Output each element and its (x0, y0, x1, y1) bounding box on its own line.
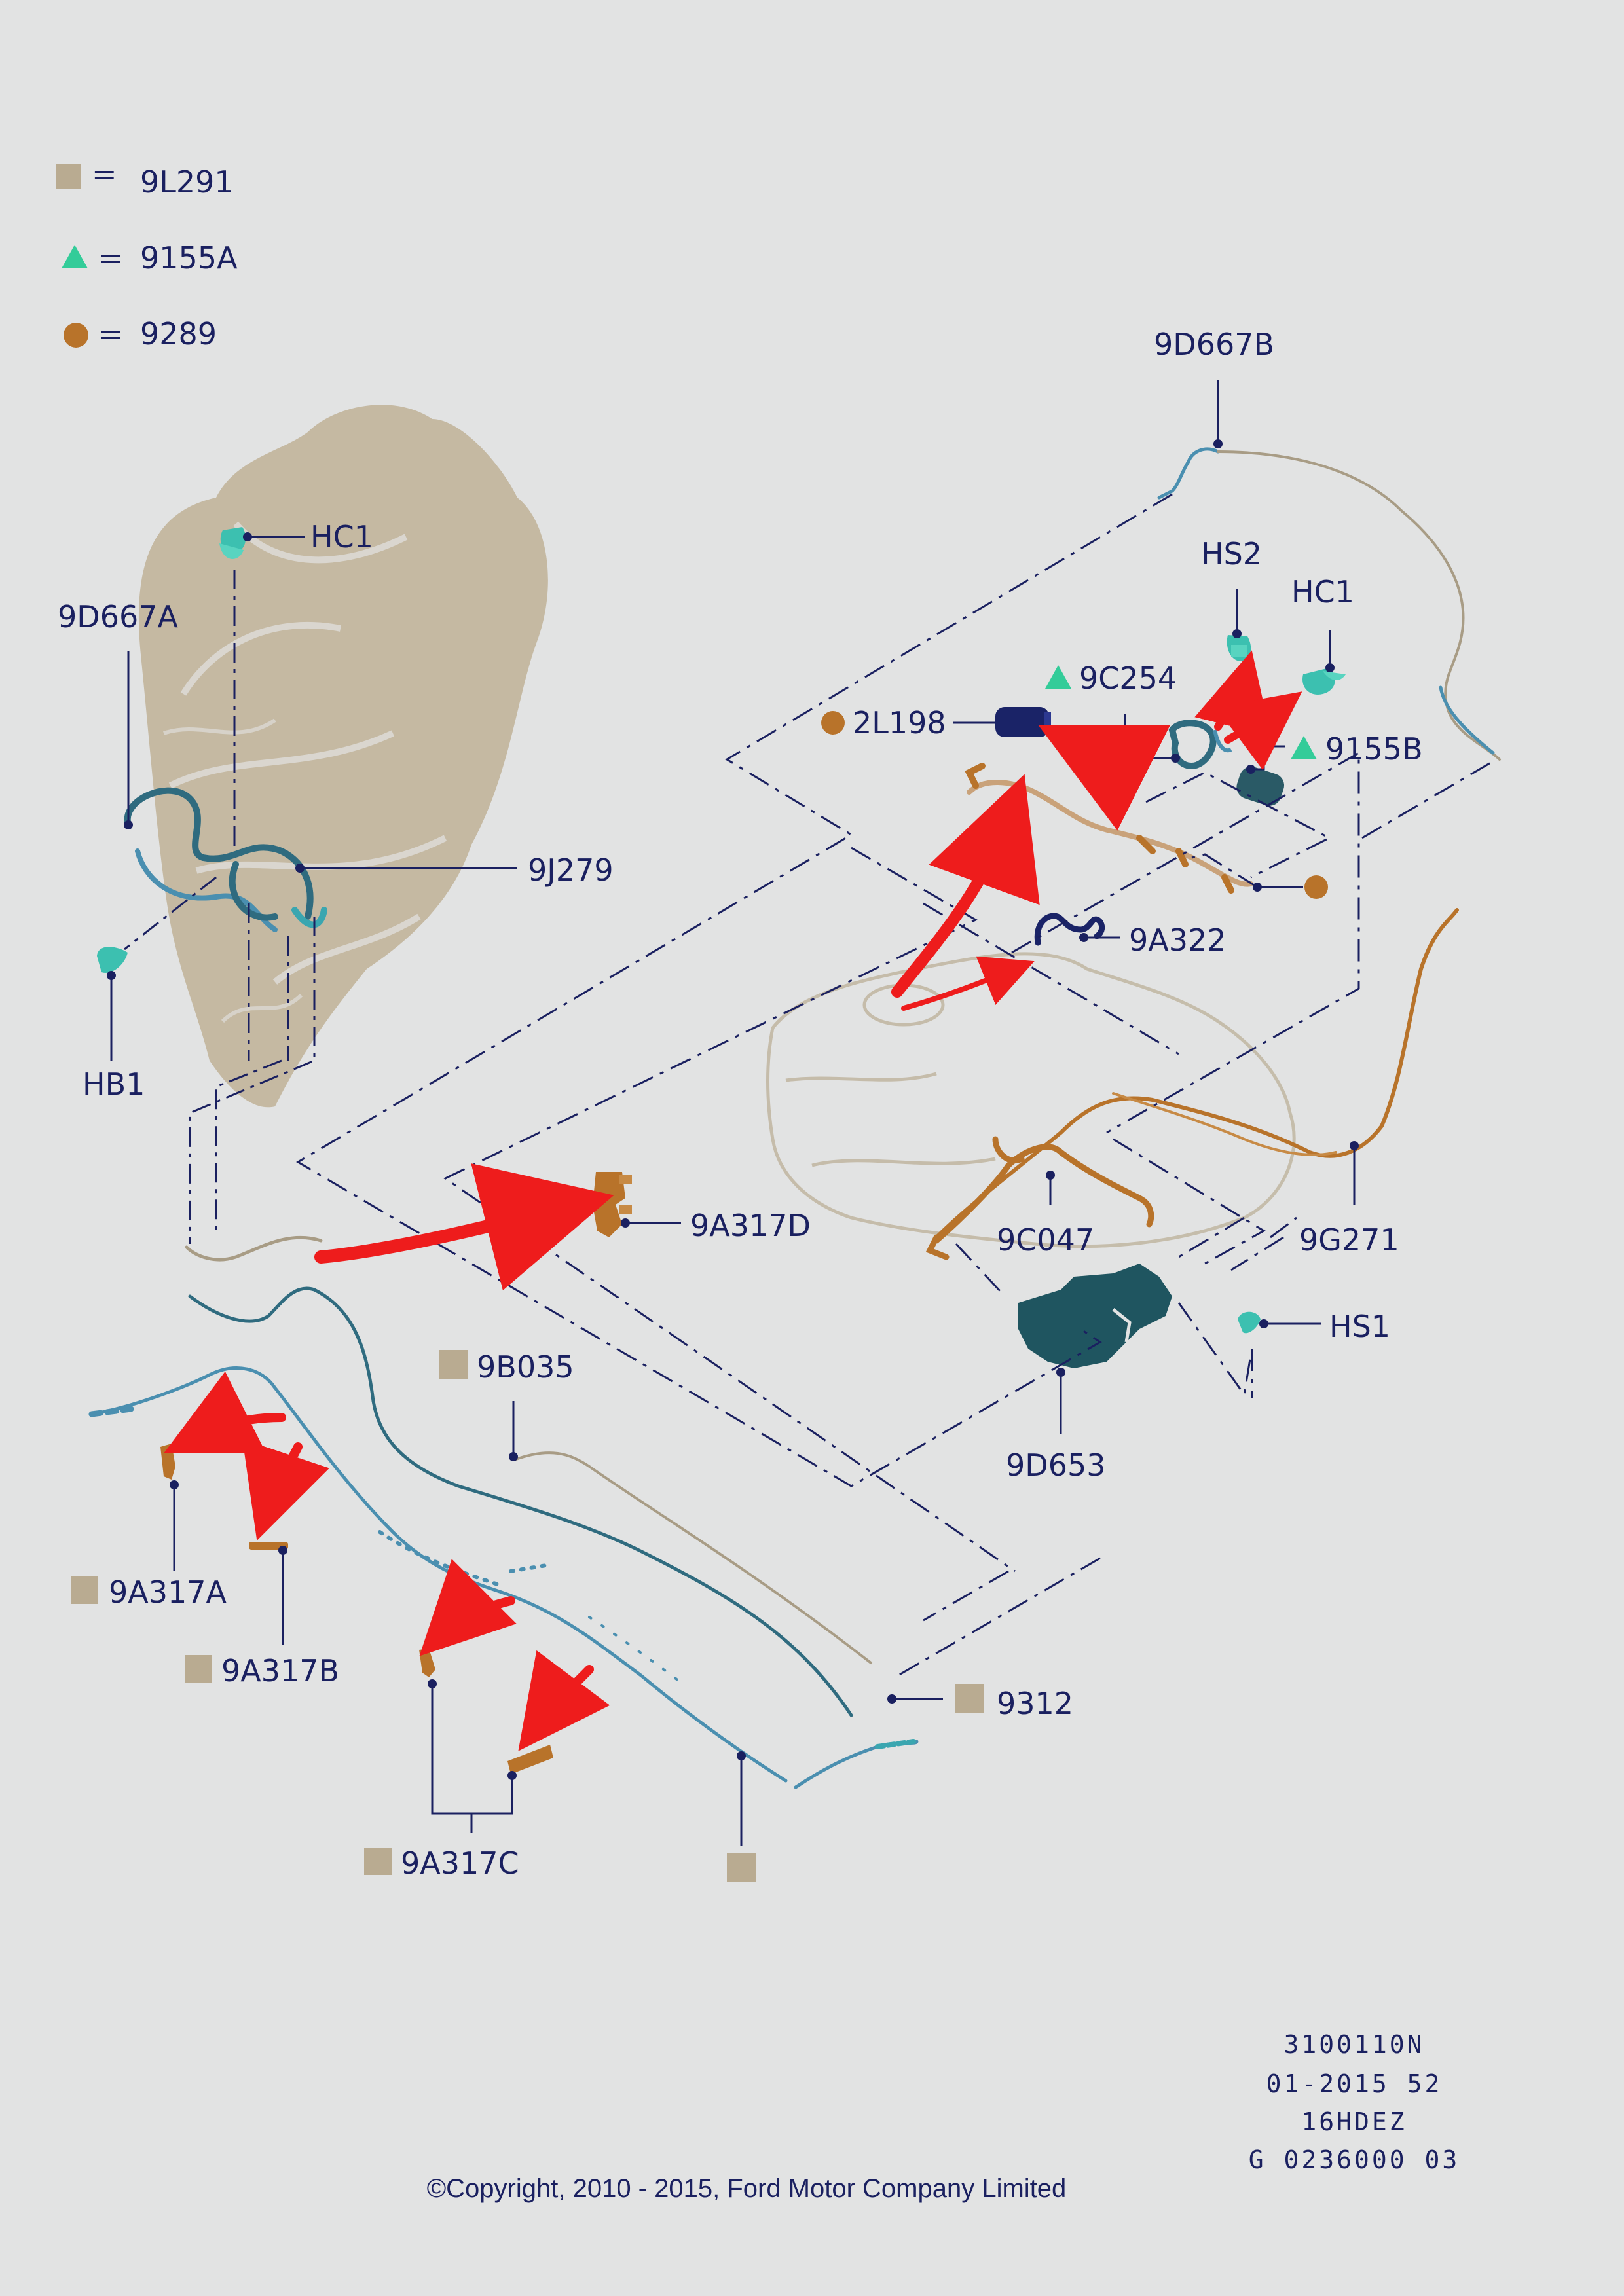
callout-9312: 9312 (997, 1686, 1073, 1721)
circle-marker-icon (1304, 875, 1328, 899)
callout-9a317c: 9A317C (401, 1846, 519, 1881)
callout-9d653: 9D653 (1006, 1448, 1106, 1483)
callout-9d667b: 9D667B (1154, 327, 1274, 362)
hs1-clip (1238, 1311, 1261, 1334)
callout-9c254: 9C254 (1079, 661, 1177, 696)
square-marker-icon (727, 1853, 756, 1882)
callout-9d667a: 9D667A (58, 599, 178, 634)
square-marker-icon (364, 1848, 392, 1875)
ref-line-1: 3100110N (1283, 2030, 1424, 2059)
clip-9a317c-1 (419, 1649, 435, 1677)
valve-9c254 (1168, 720, 1232, 770)
callout-hb1: HB1 (83, 1066, 145, 1102)
hs2-clip (1227, 635, 1251, 661)
copyright-notice: ©Copyright, 2010 - 2015, Ford Motor Comp… (427, 2174, 1067, 2203)
square-marker-icon (71, 1576, 98, 1604)
callout-9j279: 9J279 (528, 852, 614, 888)
harness-9c047 (925, 1136, 1154, 1260)
circle-marker-icon (64, 323, 88, 348)
legend-equals: = (92, 156, 117, 192)
engine-dash-leaders (124, 570, 316, 1244)
clip-9a317d (593, 1172, 632, 1237)
legend-code: 9289 (140, 316, 217, 352)
callout-9a317a: 9A317A (109, 1575, 227, 1610)
ref-line-2: 01-2015 52 (1266, 2069, 1443, 2098)
legend-code: 9155A (140, 240, 238, 276)
legend-equals: = (98, 240, 124, 276)
callout-9a322: 9A322 (1129, 922, 1227, 958)
callout-9a317d: 9A317D (690, 1208, 811, 1243)
triangle-marker-icon (1291, 736, 1317, 759)
legend: = 9L291 = 9155A = 9289 (56, 156, 238, 352)
legend-item-9289: = 9289 (64, 316, 217, 352)
square-marker-icon (439, 1350, 468, 1379)
engine-illustration (138, 405, 548, 1108)
assembly-leader-lines (296, 493, 1497, 1677)
ref-line-4: G 0236000 03 (1249, 2145, 1460, 2174)
clip-9a317a (160, 1444, 175, 1480)
clip-9a317b (249, 1542, 288, 1550)
hc1-left-clip (219, 527, 246, 559)
fuel-tank-illustration (766, 952, 1296, 1248)
triangle-marker-icon (62, 245, 88, 268)
hb1-connector (97, 947, 128, 973)
canister-9d653 (1018, 1264, 1172, 1368)
square-marker-icon (56, 164, 81, 189)
document-reference: 3100110N 01-2015 52 16HDEZ G 0236000 03 (1249, 2030, 1460, 2174)
ref-line-3: 16HDEZ (1301, 2107, 1407, 2136)
filter-2l198 (995, 707, 1051, 737)
callout-2l198: 2L198 (853, 705, 946, 740)
circle-marker-icon (821, 711, 845, 735)
return-line-9g271 (934, 908, 1459, 1239)
callout-hs1: HS1 (1329, 1309, 1390, 1344)
motion-arrows (163, 650, 1302, 1751)
clip-9a317c-2 (507, 1745, 553, 1774)
legend-item-9155a: = 9155A (62, 240, 238, 276)
legend-code: 9L291 (140, 164, 234, 200)
hc1-right-clip (1302, 668, 1346, 695)
callout-9b035: 9B035 (477, 1349, 574, 1385)
callout-hs2: HS2 (1201, 536, 1262, 572)
callout-9g271: 9G271 (1299, 1222, 1399, 1258)
callout-9a317b: 9A317B (221, 1653, 339, 1688)
legend-equals: = (98, 316, 124, 352)
callout-hc1-left: HC1 (310, 519, 373, 555)
callout-9c047: 9C047 (997, 1222, 1094, 1258)
callout-hc1-right: HC1 (1291, 574, 1354, 610)
square-marker-icon (955, 1684, 984, 1713)
sensor-9a322 (1034, 913, 1105, 946)
square-marker-icon (185, 1655, 212, 1683)
callout-9155b: 9155B (1325, 731, 1423, 767)
triangle-marker-icon (1045, 665, 1071, 689)
legend-item-9l291: = 9L291 (56, 156, 234, 200)
